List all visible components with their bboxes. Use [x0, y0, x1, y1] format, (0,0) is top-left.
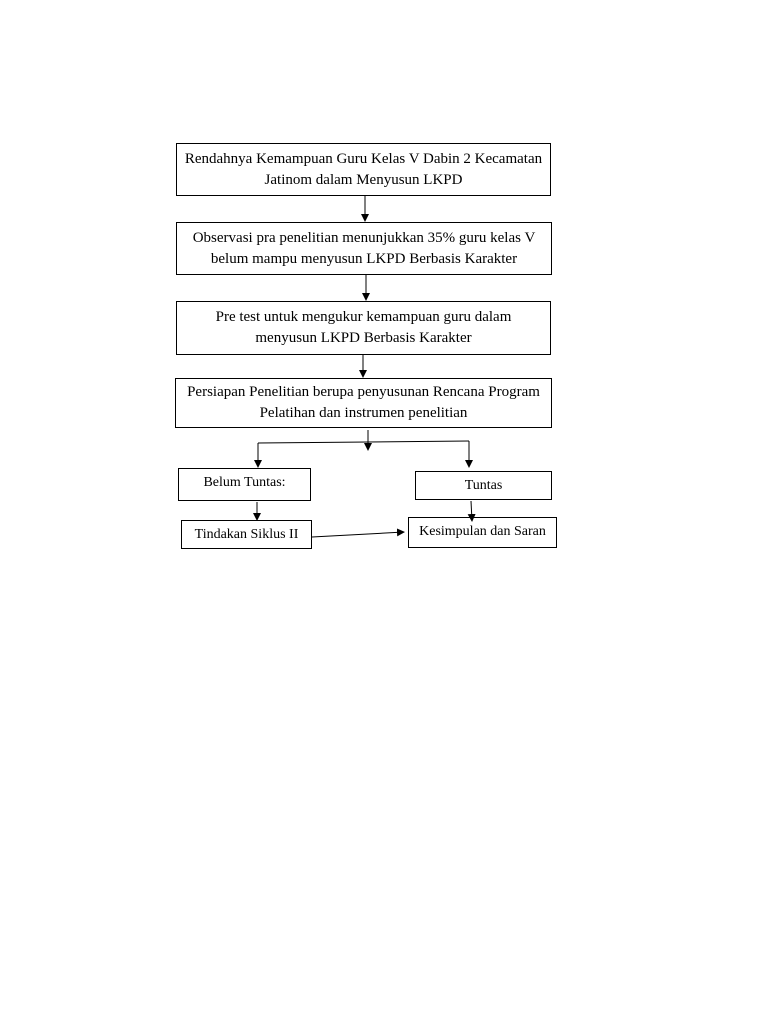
- node-label: Rendahnya Kemampuan Guru Kelas V Dabin 2…: [184, 150, 543, 188]
- node-rendahnya-kemampuan: Rendahnya Kemampuan Guru Kelas V Dabin 2…: [176, 143, 551, 196]
- node-belum-tuntas: Belum Tuntas:: [178, 468, 311, 501]
- node-label: Belum Tuntas:: [203, 475, 286, 490]
- node-label: Persiapan Penelitian berupa penyusunan R…: [187, 384, 540, 421]
- node-label: Tuntas: [464, 478, 503, 493]
- node-label: Observasi pra penelitian menunjukkan 35%…: [192, 229, 536, 267]
- node-observasi-pra-penelitian: Observasi pra penelitian menunjukkan 35%…: [176, 222, 552, 275]
- node-tuntas: Tuntas: [415, 471, 552, 500]
- node-pre-test: Pre test untuk mengukur kemampuan guru d…: [176, 301, 551, 355]
- node-label: Kesimpulan dan Saran: [419, 524, 546, 539]
- node-label: Pre test untuk mengukur kemampuan guru d…: [215, 309, 512, 346]
- node-tindakan-siklus-ii: Tindakan Siklus II: [181, 520, 312, 549]
- node-kesimpulan-dan-saran: Kesimpulan dan Saran: [408, 517, 557, 548]
- node-label: Tindakan Siklus II: [194, 527, 299, 542]
- branch-line: [257, 440, 470, 444]
- node-persiapan-penelitian: Persiapan Penelitian berupa penyusunan R…: [175, 378, 552, 428]
- arrow-tindakan-to-kesimpulan: [311, 528, 405, 538]
